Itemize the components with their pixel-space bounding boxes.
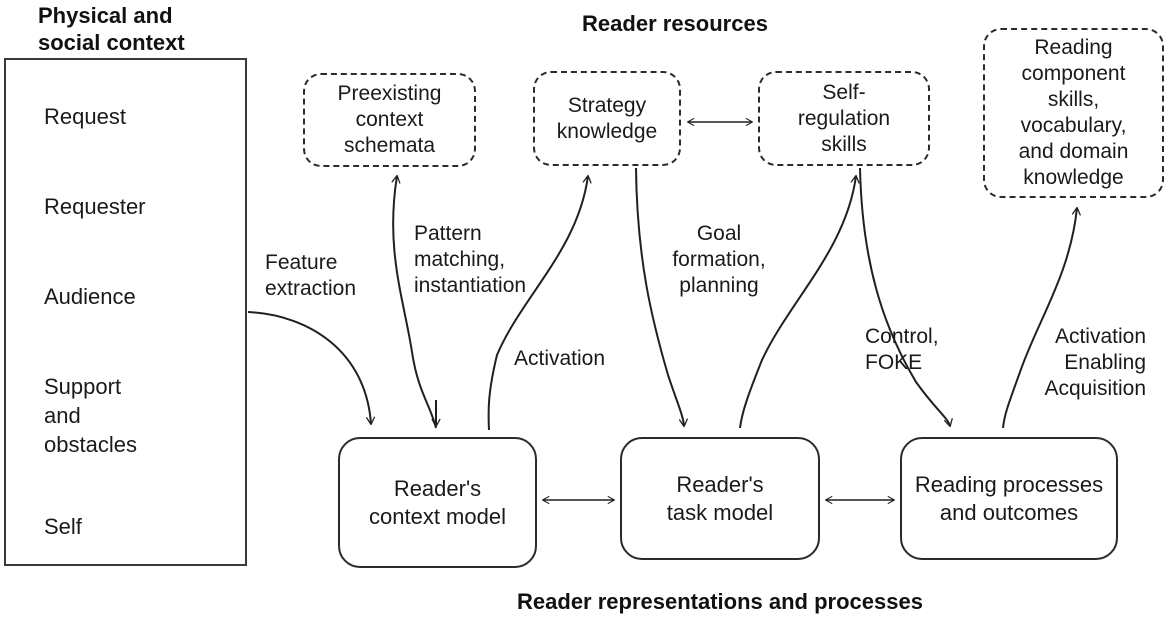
context-item-requester: Requester	[44, 194, 146, 219]
resource-box-reading-component-skills: Reading component skills, vocabulary, an…	[983, 28, 1164, 198]
edge-pattern-matching-up	[393, 176, 413, 353]
edge-label-pattern-matching-instantiation: Pattern matching, instantiation	[414, 222, 527, 297]
heading-physical-and-social-context: Physical and social context	[38, 3, 185, 55]
edge-task-model-to-self-regulation	[739, 176, 856, 429]
process-box-readers-context-model: Reader's context model	[338, 437, 537, 568]
edge-activation-up	[487, 176, 588, 431]
resource-box-strategy-knowledge: Strategy knowledge	[533, 71, 681, 166]
edge-control-foke-down	[859, 167, 950, 426]
edge-label-feature-extraction: Feature extraction	[265, 251, 357, 300]
edge-feature-extraction	[247, 311, 371, 424]
edge-label-activation-enabling-acquisition: Activation Enabling Acquisition	[1044, 325, 1146, 400]
edge-label-activation: Activation	[514, 347, 606, 370]
context-item-self: Self	[44, 514, 82, 539]
resource-box-preexisting-context-schemata: Preexisting context schemata	[303, 73, 476, 167]
context-item-audience: Audience	[44, 284, 136, 309]
context-item-support-and-obstacles: Support and obstacles	[44, 374, 137, 457]
physical-social-context-box	[4, 58, 247, 566]
heading-reader-resources: Reader resources	[582, 11, 768, 36]
edge-activation-enabling-acquisition-up	[1002, 208, 1077, 429]
edge-pattern-matching-up-tail	[411, 351, 437, 429]
heading-reader-representations-and-processes: Reader representations and processes	[517, 589, 923, 614]
process-box-reading-processes-and-outcomes: Reading processes and outcomes	[900, 437, 1118, 560]
edge-label-goal-formation-planning: Goal formation, planning	[672, 222, 766, 297]
edge-goal-formation-down	[635, 167, 684, 426]
edge-label-control-foke: Control, FOKE	[865, 325, 939, 374]
process-box-readers-task-model: Reader's task model	[620, 437, 820, 560]
resource-box-self-regulation-skills: Self- regulation skills	[758, 71, 930, 166]
context-item-request: Request	[44, 104, 126, 129]
